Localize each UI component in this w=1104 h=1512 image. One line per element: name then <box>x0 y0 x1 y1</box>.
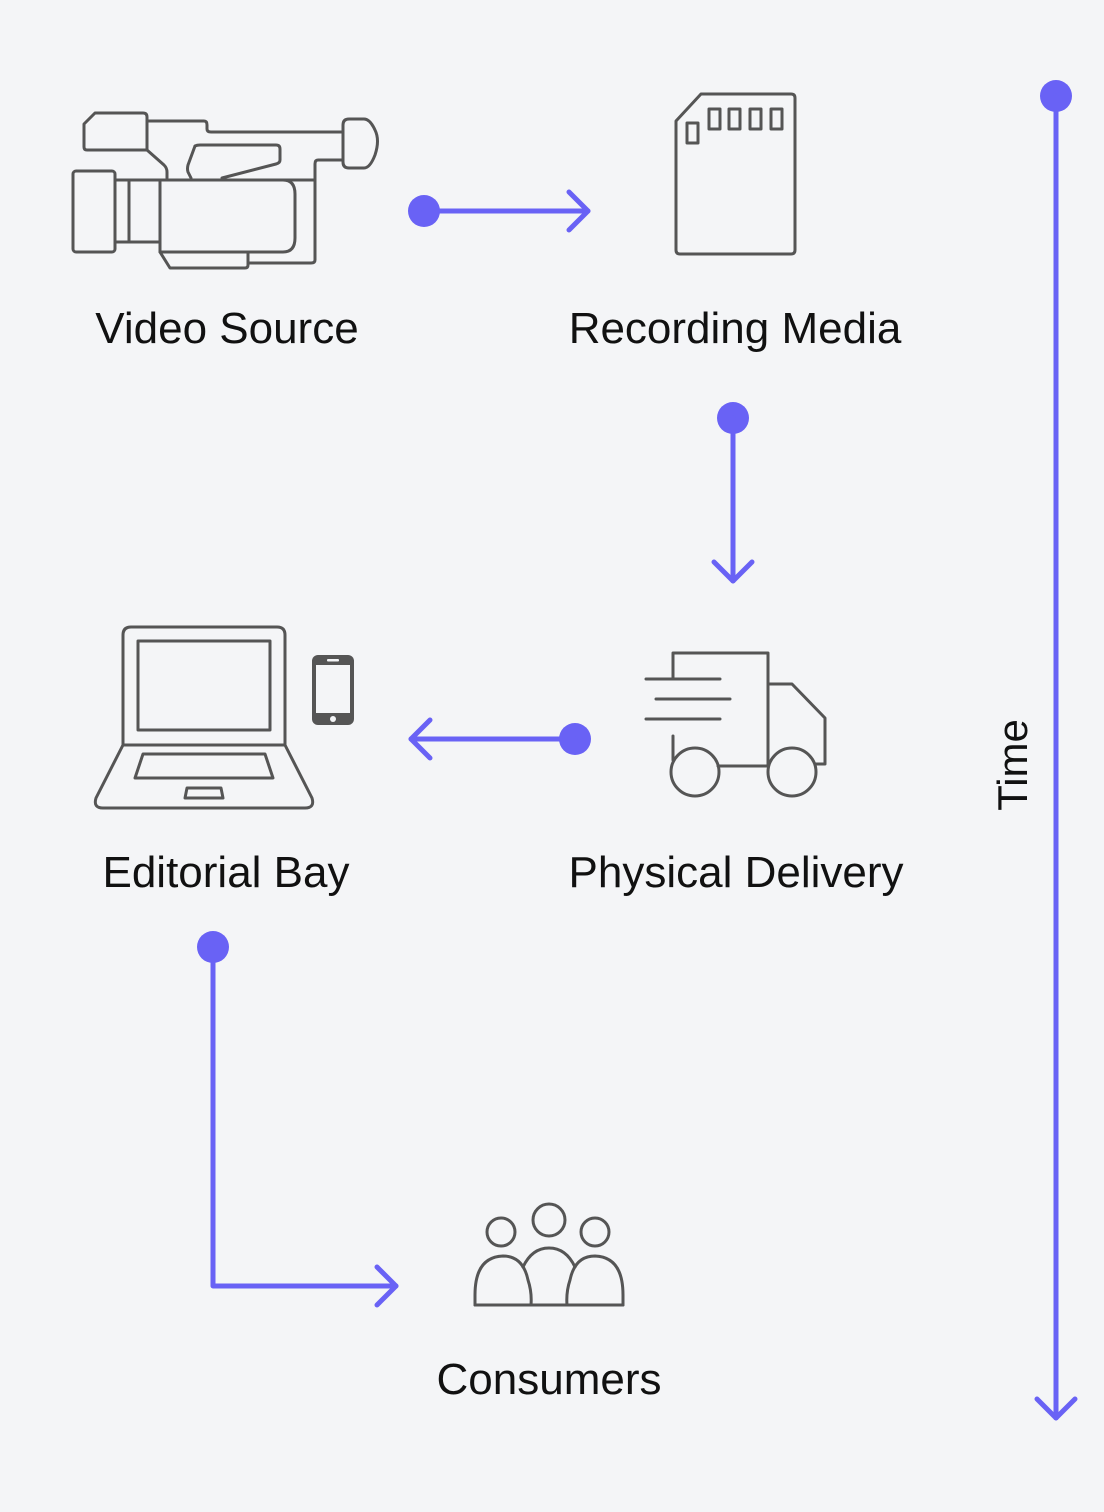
edge-editorial-bay-to-consumers <box>197 931 399 1308</box>
node-label-editorial-bay: Editorial Bay <box>102 848 350 897</box>
time-axis <box>1034 80 1078 1421</box>
edge-video-source-to-recording-media <box>408 189 591 233</box>
node-label-recording-media: Recording Media <box>568 304 902 353</box>
sd-card-icon <box>674 92 797 256</box>
people-group-icon <box>473 1202 625 1307</box>
node-label-consumers: Consumers <box>436 1355 662 1404</box>
laptop-and-phone-icon <box>93 625 315 810</box>
node-label-video-source: Video Source <box>95 304 359 353</box>
edge-recording-media-to-physical-delivery <box>711 402 755 584</box>
node-label-physical-delivery: Physical Delivery <box>568 848 904 897</box>
smartphone-icon <box>312 655 354 725</box>
edge-physical-delivery-to-editorial-bay <box>408 717 591 761</box>
video-camera-icon <box>71 111 379 270</box>
time-axis-arrowhead <box>1034 1396 1078 1421</box>
delivery-truck-icon <box>644 651 827 798</box>
time-axis-label: Time <box>989 719 1036 811</box>
